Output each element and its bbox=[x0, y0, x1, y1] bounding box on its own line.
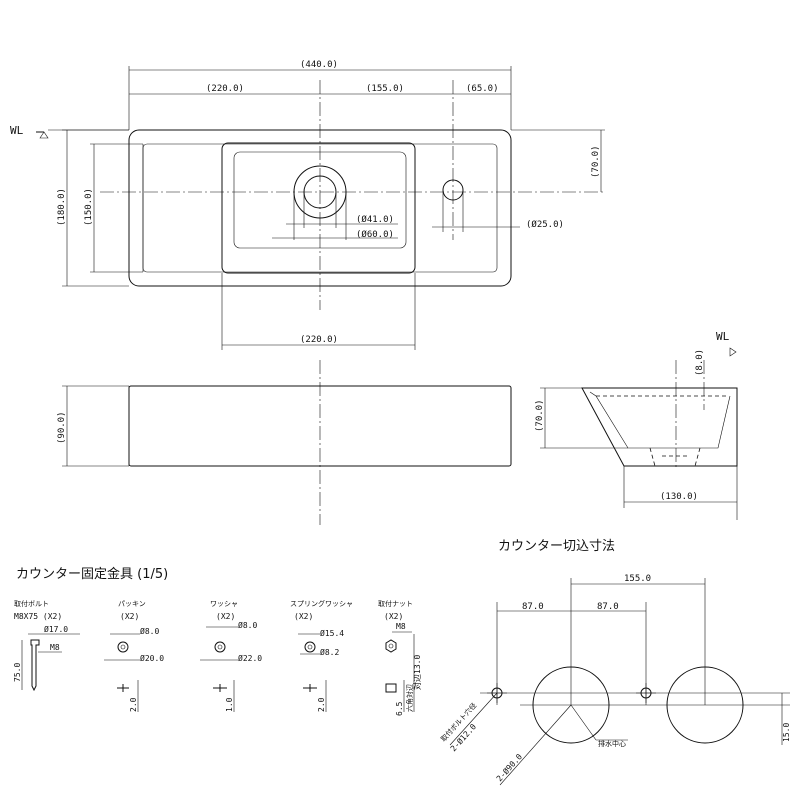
nut-hole bbox=[388, 643, 394, 649]
bowl-outline bbox=[221, 142, 416, 274]
circle-dia-leader bbox=[499, 704, 572, 786]
bolt-body bbox=[30, 639, 40, 692]
wl-label-top: WL bbox=[10, 124, 24, 137]
part-spring-name: スプリングワッシャ bbox=[290, 599, 353, 608]
spring-side bbox=[303, 684, 317, 692]
washer-side bbox=[213, 684, 227, 692]
packing-side bbox=[117, 684, 129, 692]
spring-circle bbox=[304, 641, 316, 653]
part-packing-qty: (X2) bbox=[120, 612, 139, 621]
bolt-hole-leader bbox=[449, 692, 498, 746]
side-outline bbox=[581, 387, 738, 467]
packing-dim-outer: Ø20.0 bbox=[140, 653, 164, 663]
nut-hex bbox=[385, 639, 397, 653]
bolt-dim-length: 75.0 bbox=[13, 663, 22, 682]
part-nut-name: 取付ナット bbox=[378, 599, 413, 608]
part-washer-qty: (X2) bbox=[216, 612, 235, 621]
cutout-dim-right: 87.0 bbox=[597, 602, 619, 612]
spring-dim-thick: 2.0 bbox=[317, 697, 326, 712]
bolt-dim-thread: M8 bbox=[50, 643, 60, 652]
side-view: WL (8.0) (70.0) (130.0) bbox=[535, 330, 738, 520]
side-hidden-drain bbox=[649, 447, 701, 467]
dim-height-inner: (150.0) bbox=[84, 188, 94, 226]
part-bolt: 取付ボルト M8X75 (X2) Ø17.0 M8 75.0 bbox=[13, 599, 80, 692]
dim-height-outer: (180.0) bbox=[57, 188, 67, 226]
top-view: WL (440.0) (220.0) (155.0) (65.0) (180.0… bbox=[10, 60, 605, 350]
dim-overall-width: (440.0) bbox=[300, 60, 338, 70]
nut-side bbox=[385, 683, 397, 693]
packing-dim-thick: 2.0 bbox=[129, 697, 138, 712]
dim-left-width: (220.0) bbox=[206, 84, 244, 94]
cutout-dim-left: 87.0 bbox=[522, 602, 544, 612]
front-view: (90.0) bbox=[57, 360, 512, 525]
spring-hole bbox=[307, 644, 313, 650]
cutout-dim-circles: 2-Ø90.0 bbox=[494, 751, 524, 783]
dim-side-depth: (70.0) bbox=[535, 399, 545, 432]
cutout-title: カウンター切込寸法 bbox=[498, 539, 615, 554]
wl-triangle-icon bbox=[39, 131, 49, 139]
washer-hole bbox=[217, 644, 223, 650]
dim-drain-inner: (Ø41.0) bbox=[356, 214, 394, 225]
bolt-dim-dia: Ø17.0 bbox=[44, 624, 68, 634]
cutout-dim-offset: 15.0 bbox=[782, 723, 791, 742]
side-bowl-line bbox=[589, 391, 731, 449]
wl-label-side: WL bbox=[716, 330, 730, 343]
dim-drain-outer: (Ø60.0) bbox=[356, 229, 394, 240]
part-washer: ワッシャ (X2) Ø8.0 Ø22.0 1.0 bbox=[200, 600, 262, 712]
dim-basin-width: (220.0) bbox=[300, 335, 338, 345]
part-nut-qty: (X2) bbox=[384, 612, 403, 621]
nut-dim-thick: 6.5 bbox=[395, 701, 404, 716]
wl-side-triangle-icon bbox=[729, 347, 737, 357]
spring-dim-inner: Ø8.2 bbox=[320, 647, 339, 657]
part-washer-name: ワッシャ bbox=[210, 600, 238, 608]
spring-dim-outer: Ø15.4 bbox=[320, 628, 344, 638]
part-packing: パッキン (X2) Ø8.0 Ø20.0 2.0 bbox=[104, 600, 164, 712]
dim-tap-hole: (Ø25.0) bbox=[526, 219, 564, 230]
part-spring-qty: (X2) bbox=[294, 612, 313, 621]
part-bolt-name: 取付ボルト bbox=[14, 599, 49, 608]
part-nut: 取付ナット (X2) M8 六角対辺 対辺13.0 6.5 bbox=[378, 599, 422, 716]
dim-right-width: (65.0) bbox=[466, 84, 499, 94]
nut-note: 六角対辺 bbox=[405, 684, 414, 712]
washer-dim-outer: Ø22.0 bbox=[238, 653, 262, 663]
packing-dim-inner: Ø8.0 bbox=[140, 626, 159, 636]
washer-dim-thick: 1.0 bbox=[225, 697, 234, 712]
packing-hole bbox=[120, 644, 126, 650]
washer-dim-inner: Ø8.0 bbox=[238, 620, 257, 630]
bracket-title: カウンター固定金具 (1/5) bbox=[16, 566, 168, 582]
nut-dim-across: 対辺13.0 bbox=[412, 655, 422, 690]
part-packing-name: パッキン bbox=[118, 600, 146, 608]
dim-mid-width: (155.0) bbox=[366, 84, 404, 94]
cutout-view: カウンター切込寸法 155.0 87.0 87.0 取付ボルト穴径 2-Ø12.… bbox=[439, 539, 791, 786]
dim-side-top: (8.0) bbox=[695, 349, 705, 376]
dim-front-height: (90.0) bbox=[57, 411, 67, 444]
washer-circle bbox=[214, 641, 226, 653]
dim-depth-to-drain: (70.0) bbox=[591, 145, 601, 178]
cutout-dim-overall: 155.0 bbox=[624, 574, 651, 584]
dim-side-width: (130.0) bbox=[660, 492, 698, 502]
part-bolt-spec: M8X75 (X2) bbox=[14, 612, 62, 621]
drain-center-leader bbox=[570, 704, 597, 741]
packing-circle bbox=[117, 641, 129, 653]
part-spring-washer: スプリングワッシャ (X2) Ø15.4 Ø8.2 2.0 bbox=[290, 599, 353, 712]
nut-dim-thread: M8 bbox=[396, 622, 406, 631]
drain-center-label: 排水中心 bbox=[598, 739, 626, 748]
